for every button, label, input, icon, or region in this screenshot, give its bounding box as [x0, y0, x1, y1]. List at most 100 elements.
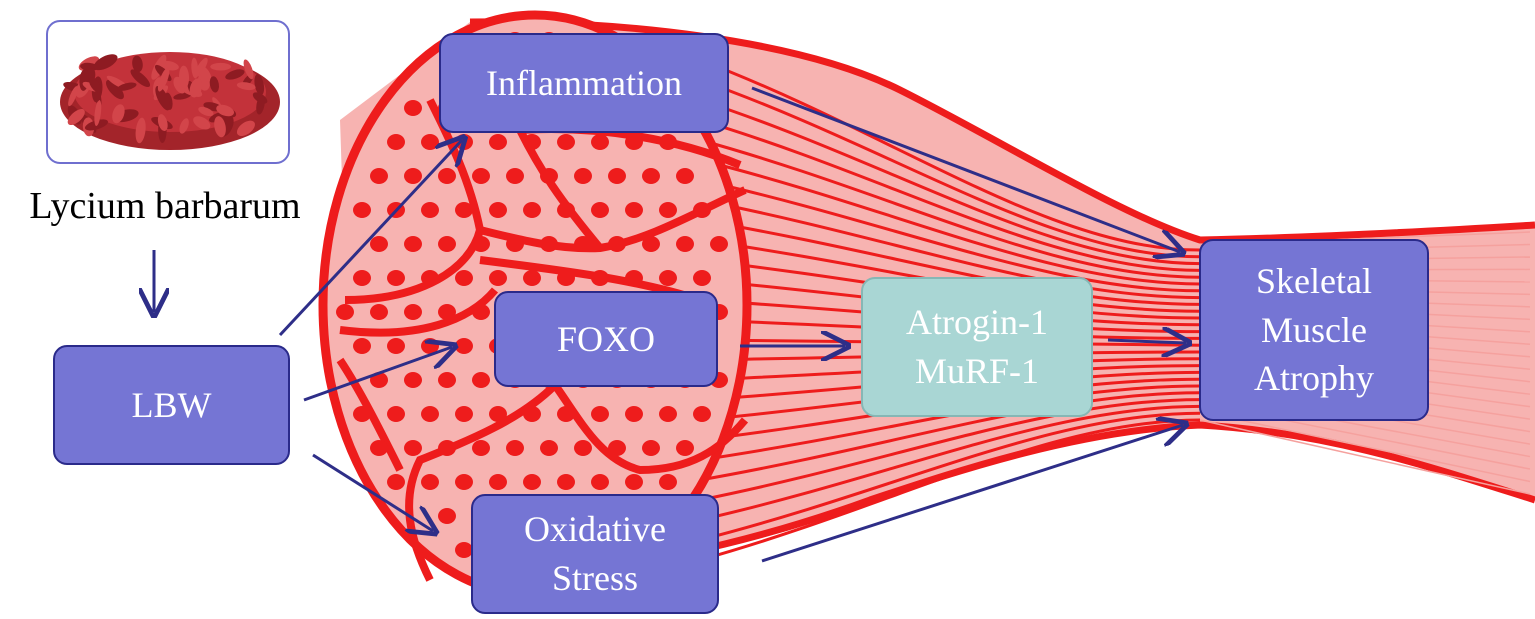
- berry: [191, 57, 199, 79]
- muscle-fiber: [699, 98, 1201, 266]
- berry: [198, 65, 212, 82]
- node-skeletal-muscle-atrophy: Skeletal Muscle Atrophy: [1199, 239, 1429, 421]
- nucleus-dot: [370, 440, 388, 456]
- nucleus-dot: [421, 134, 439, 150]
- berry: [68, 86, 78, 107]
- berry: [93, 54, 118, 71]
- node-lbw-label: LBW: [131, 384, 212, 425]
- nucleus-dot: [336, 304, 354, 320]
- nucleus-dot: [506, 236, 524, 252]
- nucleus-dot: [625, 474, 643, 490]
- node-oxidative-stress: Oxidative Stress: [471, 494, 719, 614]
- nucleus-dot: [591, 202, 609, 218]
- nucleus-dot: [404, 372, 422, 388]
- berry: [256, 94, 265, 115]
- nucleus-dot: [540, 440, 558, 456]
- muscle-fiber: [699, 404, 1201, 522]
- arrow-oxidative-to-atrophy: [761, 425, 1183, 563]
- berry: [112, 104, 125, 124]
- berry: [254, 74, 265, 96]
- berry: [236, 120, 255, 137]
- nucleus-dot: [438, 236, 456, 252]
- arrows: [154, 86, 1186, 563]
- nucleus-dot: [387, 474, 405, 490]
- arrow-lbw-to-foxo: [303, 347, 452, 402]
- nucleus-dot: [472, 304, 490, 320]
- berry: [157, 67, 170, 92]
- berry: [89, 77, 101, 93]
- nucleus-dot: [421, 474, 439, 490]
- berry: [117, 82, 137, 91]
- nucleus-dot: [523, 134, 541, 150]
- arrow-lbw-to-inflammation: [278, 140, 462, 337]
- nucleus-dot: [421, 270, 439, 286]
- goji-berries-photo-icon: [60, 52, 280, 150]
- node-atrogin-murf: Atrogin-1 MuRF-1: [861, 277, 1093, 417]
- nucleus-dot: [557, 474, 575, 490]
- node-inflammation-label: Inflammation: [486, 62, 682, 103]
- nucleus-dot: [455, 338, 473, 354]
- nucleus-dot: [642, 236, 660, 252]
- node-lbw: LBW: [53, 345, 290, 465]
- berry: [198, 106, 214, 117]
- nucleus-dot: [659, 134, 677, 150]
- nucleus-dot: [523, 474, 541, 490]
- berry: [135, 117, 146, 144]
- nucleus-dot: [489, 474, 507, 490]
- nucleus-dot: [438, 168, 456, 184]
- arrow-lbw-to-oxidative: [312, 453, 433, 531]
- tendon-fiber: [1199, 410, 1531, 483]
- nucleus-dot: [353, 338, 371, 354]
- nucleus-dot: [574, 168, 592, 184]
- nucleus-dot: [557, 270, 575, 286]
- nucleus-dot: [625, 134, 643, 150]
- nucleus-dot: [455, 474, 473, 490]
- berry: [193, 116, 211, 130]
- nucleus-dot: [421, 406, 439, 422]
- berry: [179, 118, 189, 134]
- berry: [214, 116, 226, 138]
- nucleus-dot: [693, 406, 711, 422]
- nucleus-dot: [506, 168, 524, 184]
- muscle-fiber: [699, 78, 1201, 259]
- node-inflammation: Inflammation: [439, 33, 729, 133]
- nucleus-dot: [489, 134, 507, 150]
- berry: [236, 82, 256, 91]
- nucleus-dot: [353, 270, 371, 286]
- muscle-fiber: [699, 118, 1201, 272]
- nucleus-dot: [693, 202, 711, 218]
- nucleus-dot: [557, 202, 575, 218]
- nucleus-dot: [625, 202, 643, 218]
- nucleus-dot: [489, 270, 507, 286]
- berry: [173, 92, 192, 100]
- nucleus-dot: [608, 236, 626, 252]
- nucleus-dot: [506, 440, 524, 456]
- nucleus-dot: [523, 270, 541, 286]
- berry: [216, 104, 234, 117]
- nucleus-dot: [557, 134, 575, 150]
- muscle-fiber: [699, 158, 1201, 286]
- berry: [105, 79, 124, 100]
- nucleus-dot: [574, 440, 592, 456]
- nucleus-dot: [523, 202, 541, 218]
- nucleus-dot: [387, 338, 405, 354]
- nucleus-dot: [676, 236, 694, 252]
- nucleus-dot: [370, 236, 388, 252]
- nucleus-dot: [387, 406, 405, 422]
- nucleus-dot: [455, 134, 473, 150]
- nucleus-dot: [523, 406, 541, 422]
- nucleus-dot: [472, 236, 490, 252]
- nucleus-dot: [455, 202, 473, 218]
- nucleus-dot: [472, 168, 490, 184]
- nucleus-dot: [540, 168, 558, 184]
- nucleus-dot: [387, 134, 405, 150]
- berry: [225, 69, 245, 80]
- nucleus-dot: [676, 440, 694, 456]
- nucleus-dot: [438, 440, 456, 456]
- nucleus-dot: [659, 270, 677, 286]
- node-oxidative-stress-label: Oxidative Stress: [524, 509, 666, 598]
- muscle-fiber: [699, 398, 1201, 502]
- tendon-fiber: [1199, 419, 1531, 495]
- arrow-inflammation-to-atrophy: [751, 86, 1180, 252]
